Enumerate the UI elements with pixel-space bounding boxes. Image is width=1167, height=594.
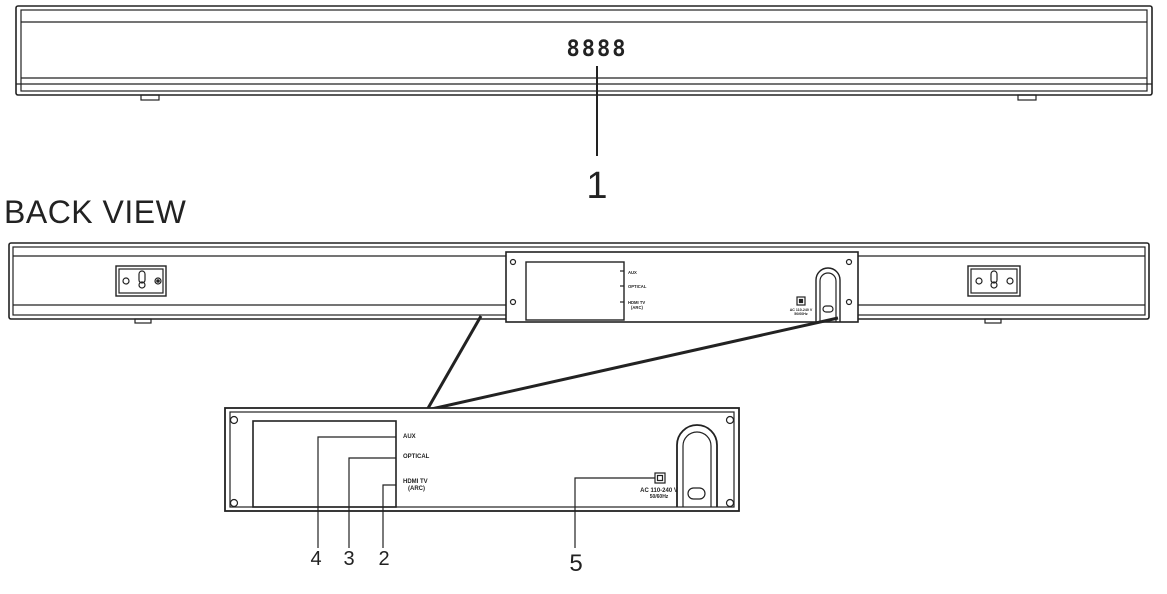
- callout-line-5: [574, 477, 655, 548]
- ac-label-small: AC 110-240 V: [790, 308, 813, 312]
- zoom-line-right: [426, 316, 839, 412]
- callout-4: 4: [310, 548, 321, 570]
- ac-frequency-label: 50/60Hz: [650, 494, 669, 500]
- ac-hz-label-small: 50/60Hz: [794, 312, 808, 316]
- callout-line-4: [317, 436, 390, 548]
- front-view-soundbar: 8888 1: [15, 5, 1153, 207]
- back-view-title: BACK VIEW: [4, 194, 187, 230]
- back-connector-panel-small: AUX OPTICAL HDMI TV (ARC) AC 110-240 V 5…: [505, 251, 859, 323]
- right-wall-mount-bracket: [967, 265, 1021, 297]
- callout-1: 1: [586, 165, 607, 207]
- hdmi-arc-label-small: (ARC): [631, 305, 643, 310]
- callout-2: 2: [378, 548, 389, 570]
- front-right-foot: [1017, 94, 1037, 101]
- callout-line-3: [348, 457, 390, 548]
- optical-label: OPTICAL: [403, 454, 430, 460]
- hdmi-tv-label: HDMI TV: [403, 479, 428, 485]
- callout-3: 3: [343, 548, 354, 570]
- back-view-soundbar: AUX OPTICAL HDMI TV (ARC) AC 110-240 V 5…: [8, 242, 1150, 412]
- zoom-line-left: [425, 315, 483, 411]
- aux-label-small: AUX: [628, 270, 637, 275]
- ac-voltage-label: AC 110-240 V: [640, 488, 678, 494]
- optical-label-small: OPTICAL: [628, 284, 647, 289]
- led-display: 8888: [567, 37, 628, 62]
- hdmi-label-small: HDMI TV: [628, 300, 645, 305]
- aux-label: AUX: [403, 434, 416, 440]
- front-left-foot: [140, 94, 160, 101]
- callout-5: 5: [569, 550, 582, 577]
- connector-panel-enlarged: AUX OPTICAL HDMI TV (ARC) AC 110-240 V 5…: [224, 407, 740, 577]
- back-left-foot: [134, 318, 152, 324]
- back-right-foot: [984, 318, 1002, 324]
- callout-line-2: [382, 484, 390, 548]
- left-wall-mount-bracket: [115, 265, 167, 297]
- hdmi-arc-label: (ARC): [408, 486, 425, 492]
- cable-management-slot: [676, 424, 718, 507]
